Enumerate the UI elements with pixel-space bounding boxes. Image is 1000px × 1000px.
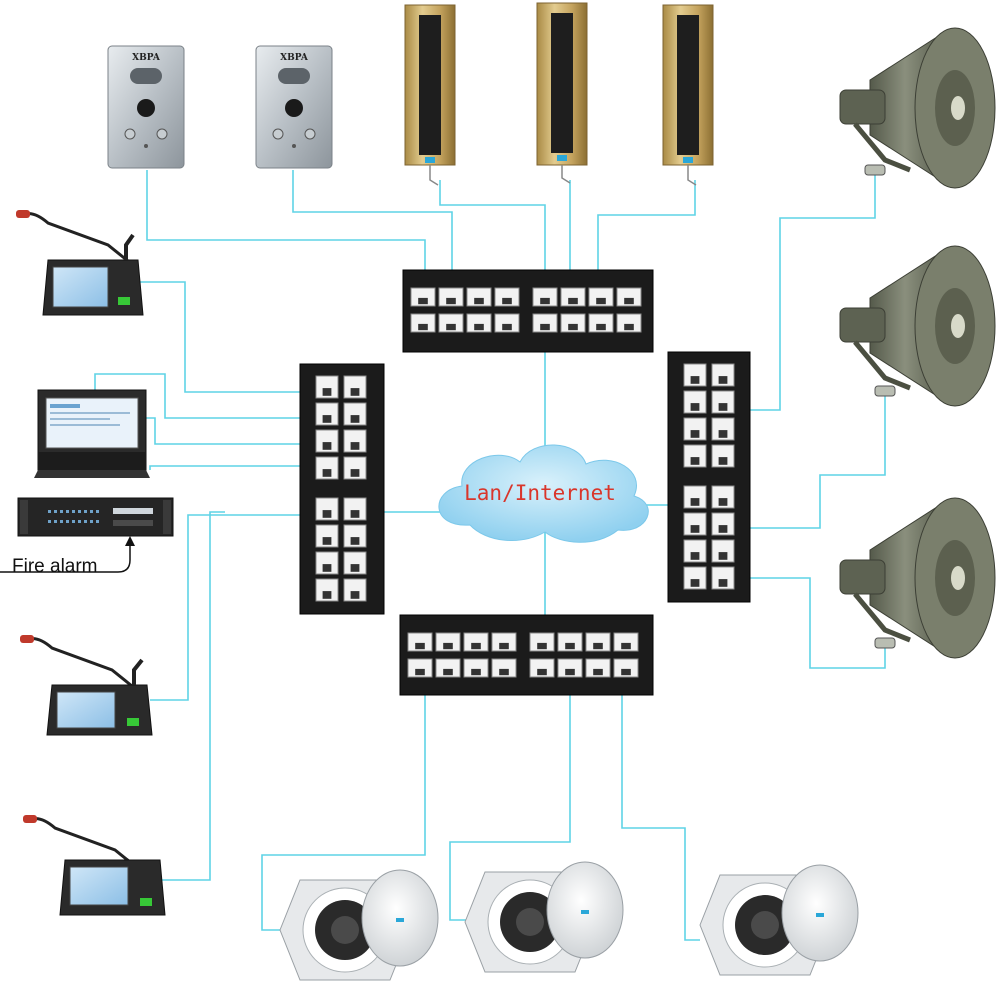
fire-alarm-label: Fire alarm bbox=[12, 556, 98, 577]
paging-console-3 bbox=[23, 815, 166, 916]
network-switch-right bbox=[667, 351, 751, 603]
rj45-port bbox=[683, 363, 707, 387]
rj45-port bbox=[343, 578, 367, 602]
horn-speaker-2 bbox=[839, 245, 996, 407]
rj45-port bbox=[683, 512, 707, 536]
rj45-port bbox=[343, 456, 367, 480]
ceiling-speaker-2 bbox=[464, 861, 624, 973]
rj45-port bbox=[315, 551, 339, 575]
rj45-port bbox=[315, 578, 339, 602]
rj45-port bbox=[683, 566, 707, 590]
rj45-port bbox=[315, 524, 339, 548]
network-switch-bottom bbox=[399, 614, 654, 696]
rj45-port bbox=[494, 313, 520, 333]
rj45-port bbox=[588, 313, 614, 333]
rj45-port bbox=[683, 390, 707, 414]
rj45-port bbox=[463, 632, 489, 652]
horn-speaker-1 bbox=[839, 27, 996, 189]
rj45-port bbox=[711, 566, 735, 590]
rj45-port bbox=[491, 632, 517, 652]
rj45-port bbox=[532, 313, 558, 333]
rj45-port bbox=[711, 512, 735, 536]
rj45-port bbox=[315, 429, 339, 453]
rj45-port bbox=[711, 363, 735, 387]
rj45-port bbox=[683, 485, 707, 509]
column-speaker-3 bbox=[662, 4, 714, 186]
rj45-port bbox=[407, 658, 433, 678]
rj45-port bbox=[557, 658, 583, 678]
rj45-port bbox=[343, 524, 367, 548]
network-switch-left bbox=[299, 363, 385, 615]
rj45-port bbox=[343, 497, 367, 521]
rj45-port bbox=[616, 313, 642, 333]
rj45-port bbox=[711, 485, 735, 509]
rj45-port bbox=[435, 632, 461, 652]
rj45-port bbox=[315, 375, 339, 399]
rj45-port bbox=[613, 658, 639, 678]
paging-console-1 bbox=[16, 210, 144, 316]
rj45-port bbox=[711, 444, 735, 468]
rj45-port bbox=[410, 287, 436, 307]
rack-amplifier bbox=[17, 497, 174, 537]
network-switch-top bbox=[402, 269, 654, 353]
rj45-port bbox=[529, 632, 555, 652]
rj45-port bbox=[410, 313, 436, 333]
rj45-port bbox=[343, 429, 367, 453]
rj45-port bbox=[494, 287, 520, 307]
column-speaker-2 bbox=[536, 2, 588, 184]
rj45-port bbox=[616, 287, 642, 307]
intercom-brand: XBPA bbox=[280, 53, 309, 63]
intercom-brand: XBPA bbox=[132, 53, 161, 63]
rj45-port bbox=[711, 539, 735, 563]
rj45-port bbox=[315, 497, 339, 521]
horn-speaker-3 bbox=[839, 497, 996, 659]
rj45-port bbox=[532, 287, 558, 307]
rack-workstation bbox=[34, 389, 150, 478]
switch-ports bbox=[315, 287, 735, 678]
rj45-port bbox=[683, 539, 707, 563]
rj45-port bbox=[438, 313, 464, 333]
rj45-port bbox=[613, 632, 639, 652]
rj45-port bbox=[557, 632, 583, 652]
rj45-port bbox=[438, 287, 464, 307]
rj45-port bbox=[491, 658, 517, 678]
rj45-port bbox=[466, 313, 492, 333]
sip-intercom-2: XBPA bbox=[255, 45, 333, 169]
rj45-port bbox=[711, 390, 735, 414]
rj45-port bbox=[435, 658, 461, 678]
rj45-port bbox=[711, 417, 735, 441]
rj45-port bbox=[560, 313, 586, 333]
rj45-port bbox=[343, 551, 367, 575]
ceiling-speaker-1 bbox=[279, 869, 439, 981]
sip-intercom-1: XBPA bbox=[107, 45, 185, 169]
rj45-port bbox=[343, 402, 367, 426]
column-speaker-1 bbox=[404, 4, 456, 186]
rj45-port bbox=[585, 658, 611, 678]
network-label: Lan/Internet bbox=[464, 481, 616, 505]
rj45-port bbox=[463, 658, 489, 678]
rj45-port bbox=[407, 632, 433, 652]
rj45-port bbox=[529, 658, 555, 678]
rj45-port bbox=[683, 444, 707, 468]
paging-console-2 bbox=[20, 635, 153, 736]
ceiling-speaker-3 bbox=[699, 864, 859, 976]
rj45-port bbox=[466, 287, 492, 307]
lan-internet-cloud: Lan/Internet bbox=[438, 444, 649, 543]
rj45-port bbox=[315, 402, 339, 426]
rj45-port bbox=[560, 287, 586, 307]
rj45-port bbox=[585, 632, 611, 652]
rj45-port bbox=[683, 417, 707, 441]
rj45-port bbox=[315, 456, 339, 480]
network-cables bbox=[0, 170, 886, 941]
rj45-port bbox=[588, 287, 614, 307]
rj45-port bbox=[343, 375, 367, 399]
